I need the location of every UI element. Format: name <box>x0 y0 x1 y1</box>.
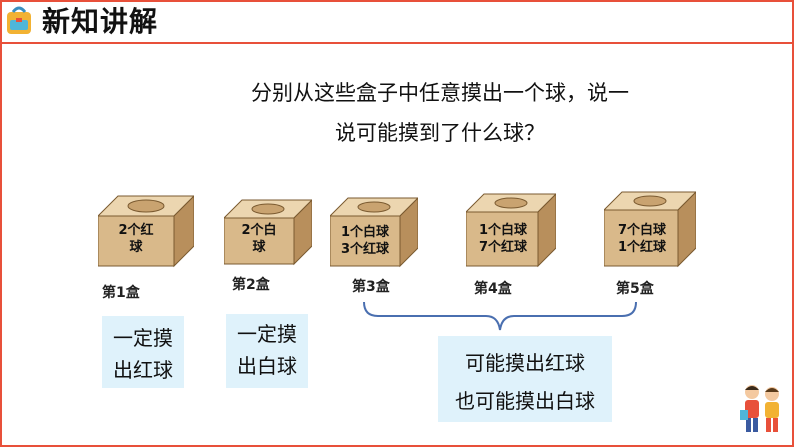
box-2-caption: 第2盒 <box>232 274 270 294</box>
children-illustration <box>738 380 788 436</box>
question-line-2: 说可能摸到了什么球？ <box>180 118 700 148</box>
question-line-1: 分别从这些盒子中任意摸出一个球，说一 <box>180 78 700 108</box>
answer-box-345: 可能摸出红球也可能摸出白球 <box>438 336 612 422</box>
box-1-label: 2个红球 <box>100 222 172 256</box>
box-2-label: 2个白球 <box>226 222 292 256</box>
box-1-caption: 第1盒 <box>102 282 140 302</box>
schoolbag-icon <box>4 4 34 36</box>
answer-box-1: 一定摸出红球 <box>102 316 184 388</box>
answer-box-2: 一定摸出白球 <box>226 314 308 388</box>
page-title: 新知讲解 <box>42 4 158 40</box>
box-4-caption: 第4盒 <box>474 278 512 298</box>
header-divider <box>0 42 794 44</box>
box-5-caption: 第5盒 <box>616 278 654 298</box>
box-3-caption: 第3盒 <box>352 276 390 296</box>
grouping-brace <box>360 300 640 334</box>
